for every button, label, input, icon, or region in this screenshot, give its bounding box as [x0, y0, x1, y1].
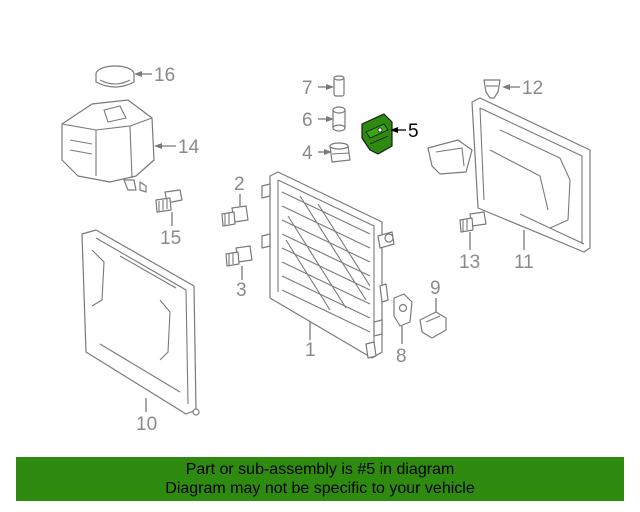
part-3-bolt — [225, 245, 253, 267]
part-12-clip — [483, 79, 501, 99]
part-8-bracket — [393, 293, 413, 327]
callout-11: 11 — [514, 252, 534, 273]
callout-14: 14 — [178, 137, 200, 158]
part-4-insulator — [329, 142, 351, 163]
callout-8: 8 — [396, 346, 407, 367]
vehicle-fit-banner: Part or sub-assembly is #5 in diagram Di… — [16, 457, 624, 501]
banner-line-disclaimer: Diagram may not be specific to your vehi… — [165, 480, 475, 497]
callout-16: 16 — [154, 65, 175, 86]
part-15-bolt — [155, 189, 183, 213]
callout-1: 1 — [305, 340, 316, 361]
part-13-bolt — [459, 211, 487, 233]
callout-5: 5 — [408, 121, 419, 142]
callout-13: 13 — [459, 252, 480, 273]
part-5-bracket-highlighted — [361, 113, 393, 155]
part-9-mount — [419, 311, 447, 339]
part-2-bolt — [221, 205, 249, 227]
banner-line-part-number: Part or sub-assembly is #5 in diagram — [185, 461, 455, 478]
callout-6: 6 — [302, 110, 313, 131]
callout-12: 12 — [522, 78, 543, 99]
part-6-bushing — [332, 106, 346, 132]
callout-7: 7 — [302, 78, 313, 99]
part-16-reservoir-cap — [95, 65, 135, 88]
callout-9: 9 — [430, 278, 441, 299]
callout-numbers: 16 14 15 2 3 1 10 7 6 4 5 12 13 11 8 9 — [136, 65, 543, 435]
callout-15: 15 — [160, 228, 181, 249]
part-11-shroud-frame — [427, 97, 591, 253]
part-7-grommet — [333, 75, 345, 97]
callout-3: 3 — [236, 280, 247, 301]
part-14-expansion-tank — [61, 99, 155, 193]
callout-4: 4 — [302, 143, 313, 164]
part-1-radiator — [261, 171, 395, 359]
callout-10: 10 — [136, 414, 157, 435]
part-10-deflector-panel — [81, 229, 200, 416]
parts-diagram: 16 14 15 2 3 1 10 7 6 4 5 12 13 11 8 9 — [61, 65, 591, 435]
leader-lines — [134, 71, 525, 412]
callout-2: 2 — [234, 174, 245, 195]
